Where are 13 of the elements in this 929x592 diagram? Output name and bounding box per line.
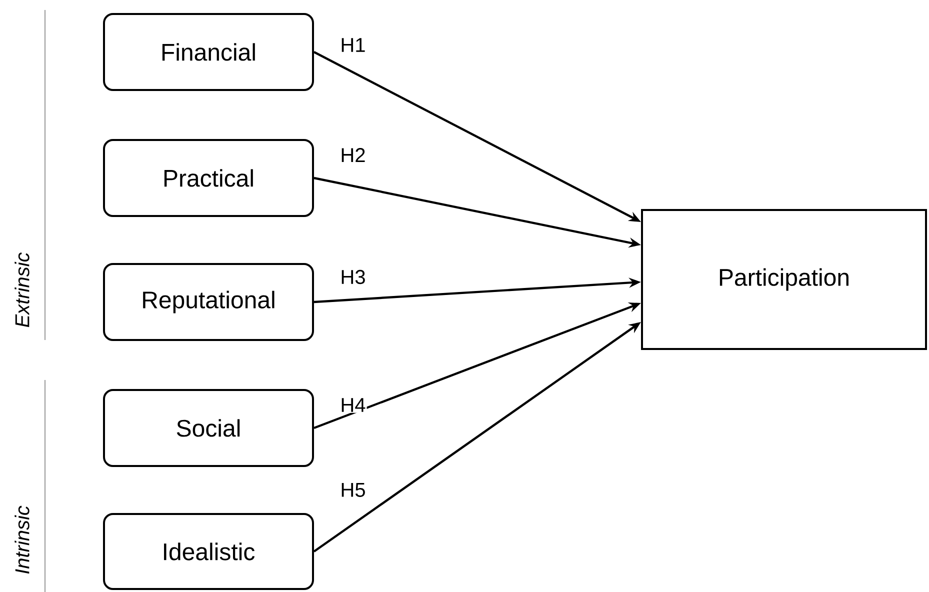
edge-label: H1 <box>339 37 367 53</box>
edge-label: H4 <box>339 397 367 413</box>
factor-box: Social <box>103 389 314 467</box>
group-label: Intrinsic <box>14 506 30 574</box>
factor-box: Idealistic <box>103 513 314 590</box>
edge-label: H3 <box>339 268 367 286</box>
edge-label: H2 <box>339 147 367 163</box>
factor-box: Reputational <box>103 263 314 341</box>
factor-box: Practical <box>103 139 314 217</box>
target-box: Participation <box>641 209 927 350</box>
group-label: Extrinsic <box>14 252 30 328</box>
factor-box: Financial <box>103 13 314 91</box>
edge-label: H5 <box>339 482 367 498</box>
